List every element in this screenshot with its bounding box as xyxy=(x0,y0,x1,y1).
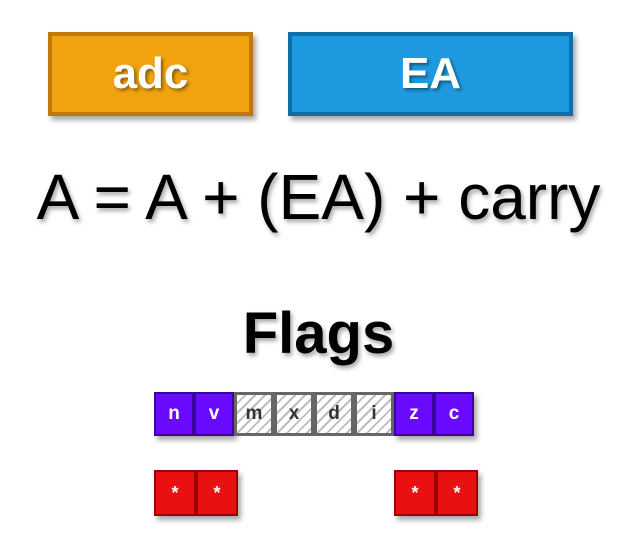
flag-group-mxdi: m x d i xyxy=(234,392,394,436)
mnemonic-box: adc xyxy=(48,32,253,116)
flag-c: c xyxy=(434,392,474,436)
operand-box: EA xyxy=(288,32,573,116)
effect-group-nv: * * xyxy=(154,470,238,516)
flag-n: n xyxy=(154,392,194,436)
flag-group-zc: z c xyxy=(394,392,474,436)
effect-v: * xyxy=(196,470,238,516)
effect-c: * xyxy=(436,470,478,516)
effect-z: * xyxy=(394,470,436,516)
flag-m: m xyxy=(234,392,274,436)
formula: A = A + (EA) + carry xyxy=(36,161,601,233)
operand-label: EA xyxy=(399,49,462,98)
flag-group-nv: n v xyxy=(154,392,234,436)
flag-z: z xyxy=(394,392,434,436)
effect-n: * xyxy=(154,470,196,516)
flag-v: v xyxy=(194,392,234,436)
flag-x: x xyxy=(274,392,314,436)
flag-i: i xyxy=(354,392,394,436)
mnemonic-label: adc xyxy=(112,49,189,98)
flags-title: Flags xyxy=(242,301,395,366)
effect-group-zc: * * xyxy=(394,470,478,516)
flag-d: d xyxy=(314,392,354,436)
